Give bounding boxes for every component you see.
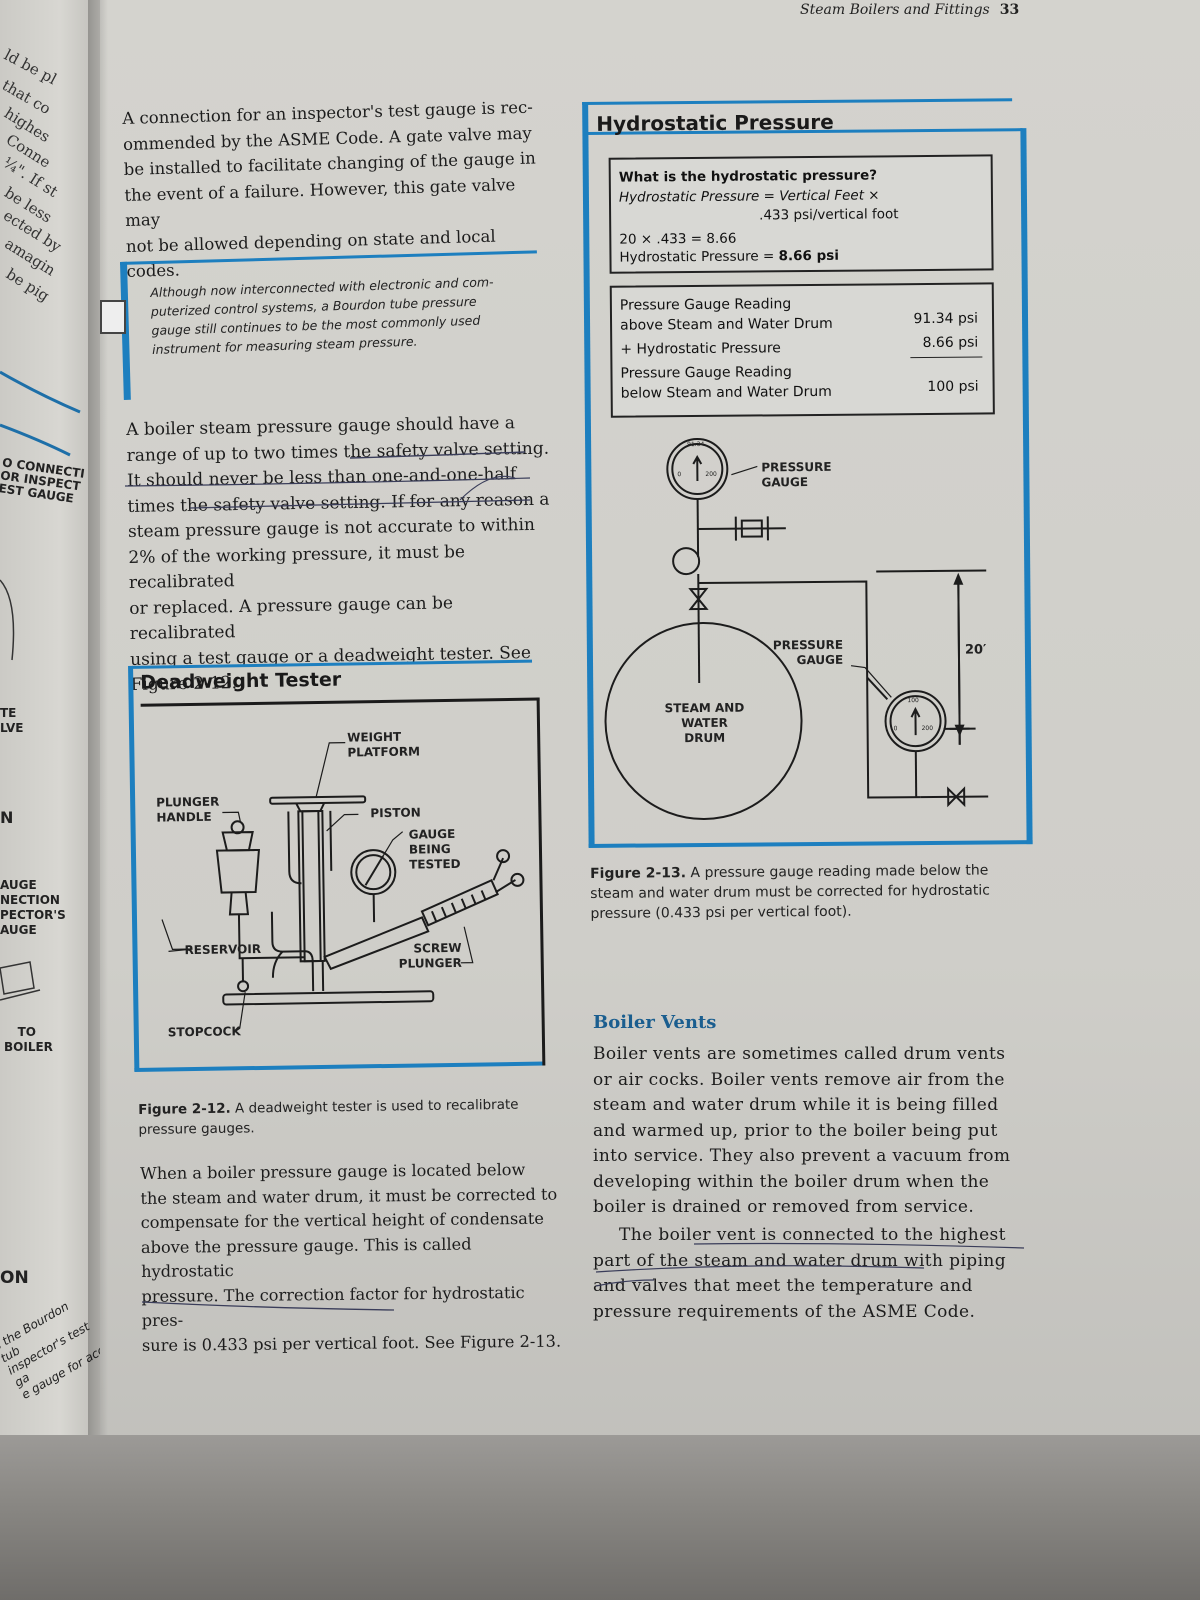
- paragraph-hydrostatic: When a boiler pressure gauge is located …: [140, 1159, 562, 1355]
- page-gutter: [88, 0, 108, 1460]
- label-steam-water-drum: STEAM AND WATER DRUM: [664, 700, 745, 746]
- previous-page-edge: ld be pl that co highes Conne ¼". If st …: [0, 0, 100, 1440]
- handwritten-underlines: [595, 1242, 1025, 1287]
- prev-label: TE LVE: [0, 706, 24, 735]
- label-piston: PISTON: [370, 805, 421, 821]
- lower-gauge-reading: 100: [907, 697, 919, 705]
- label-screw-plunger: SCREW PLUNGER: [398, 940, 462, 971]
- upper-gauge-reading: 91.34: [687, 440, 705, 449]
- figure-2-12-caption: Figure 2-12. A deadweight tester is used…: [138, 1094, 549, 1140]
- page-number: 33: [999, 2, 1020, 18]
- paragraph-boiler-vents-1: Boiler vents are sometimes called drum v…: [593, 1044, 1011, 1217]
- figure-2-13: Hydrostatic Pressure What is the hydrost…: [582, 84, 1033, 858]
- figure-2-12: Deadweight Tester: [128, 658, 546, 1084]
- running-header: Steam Boilers and Fittings 33: [800, 2, 1019, 18]
- prev-label: N: [0, 808, 14, 827]
- label-reservoir: RESERVOIR: [184, 941, 262, 958]
- boiler-gauge-diagram: [604, 438, 989, 820]
- deadweight-tester-drawing: [161, 741, 525, 1033]
- running-title: Steam Boilers and Fittings: [800, 2, 990, 18]
- lower-gauge-min: 0: [893, 725, 898, 733]
- label-stopcock: STOPCOCK: [167, 1024, 241, 1040]
- lower-gauge-max: 200: [921, 724, 934, 733]
- label-weight-platform: WEIGHT PLATFORM: [347, 729, 421, 760]
- note-icon: [100, 300, 126, 334]
- handwritten-underlines: [124, 451, 531, 509]
- prev-page-artwork: [0, 370, 81, 1001]
- prev-label: ON: [0, 1268, 29, 1288]
- label-gauge-being-tested: GAUGE BEING TESTED: [408, 826, 461, 872]
- label-plunger-handle: PLUNGER HANDLE: [156, 794, 220, 825]
- caption-label: Figure 2-12.: [138, 1100, 231, 1118]
- prev-label: AUGE NECTION PECTOR'S AUGE: [0, 878, 66, 937]
- caption-label: Figure 2-13.: [590, 865, 687, 882]
- paragraph-boiler-vents-2: The boiler vent is connected to the high…: [593, 1225, 1007, 1322]
- label-upper-pressure-gauge: PRESSURE GAUGE: [761, 459, 832, 490]
- section-heading-boiler-vents: Boiler Vents: [593, 1012, 717, 1033]
- label-lower-pressure-gauge: PRESSURE GAUGE: [772, 637, 844, 668]
- background-surface: [0, 1435, 1200, 1600]
- note-text: Although now interconnected with electro…: [150, 274, 494, 357]
- upper-gauge-min: 0: [677, 471, 682, 479]
- handwritten-underline: [141, 1301, 395, 1311]
- label-height-20ft: 20′: [964, 642, 987, 658]
- upper-gauge-max: 200: [705, 470, 717, 478]
- figure-2-13-caption: Figure 2-13. A pressure gauge reading ma…: [590, 860, 1031, 924]
